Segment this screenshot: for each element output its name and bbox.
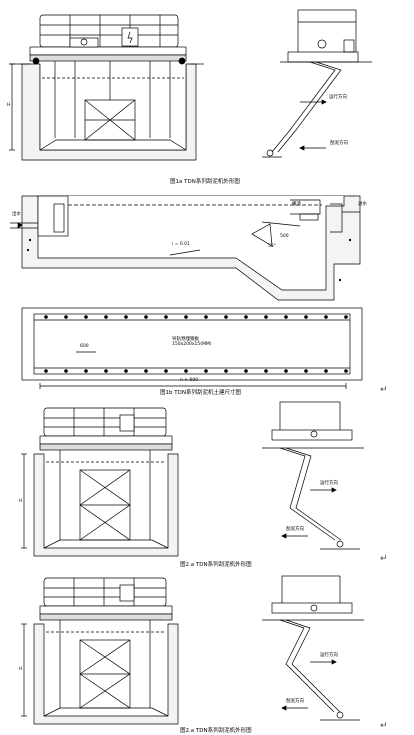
fig1b-dim-500: 500 <box>280 234 289 239</box>
fig2b-dim-h: H <box>19 667 23 672</box>
fig1b-dim-n600: n × 600 <box>180 378 199 383</box>
fig2a-side-view <box>262 401 364 550</box>
fig1b-label-inlet: 进水 <box>358 202 367 207</box>
return-mark: ↵ <box>380 385 388 395</box>
fig2b-side-view <box>262 575 364 721</box>
fig1b-longitudinal-section <box>10 195 361 301</box>
return-mark-2: ↵ <box>380 554 388 564</box>
fig1a-label-scrape: 刮泥方向 <box>330 141 348 146</box>
fig2b-label-run: 运行方向 <box>320 653 338 658</box>
fig1a-dim-h: H <box>7 103 11 108</box>
fig2a-cross-section <box>21 407 179 557</box>
fig1b-slope: i = 0.01 <box>172 242 190 247</box>
fig1b-plan-view <box>21 307 363 389</box>
fig1a-label-run: 运行方向 <box>329 95 347 100</box>
return-mark-3: ↵ <box>380 721 388 731</box>
fig2a-dim-h: H <box>19 499 23 504</box>
fig2b-cross-section <box>21 577 179 725</box>
fig1b-label-outlet: 出水 <box>12 212 21 217</box>
fig1b-rail-note: 导轨预埋钢板 150x200x15(MM) <box>172 337 212 347</box>
fig1a-side-view <box>262 9 372 158</box>
fig1b-caption: 图1b TDN系列刮泥机土建尺寸图 <box>160 390 241 396</box>
fig1b-label-skim: 撇渣 <box>292 202 301 207</box>
fig1b-dim-55: 55° <box>268 244 276 249</box>
fig2a-label-scrape: 刮泥方向 <box>286 527 304 532</box>
fig2a-caption: 图2.a TDN系列刮泥机外形图 <box>180 562 252 568</box>
fig2b-caption: 图2.a TDN系列刮泥机外形图 <box>180 728 252 734</box>
fig1a-caption: 图1a TDN系列刮泥机外形图 <box>170 179 240 185</box>
fig2b-label-scrape: 刮泥方向 <box>286 699 304 704</box>
fig1a-cross-section <box>9 14 204 161</box>
fig1b-dim-600: 600 <box>80 344 89 349</box>
fig2a-label-run: 运行方向 <box>320 481 338 486</box>
